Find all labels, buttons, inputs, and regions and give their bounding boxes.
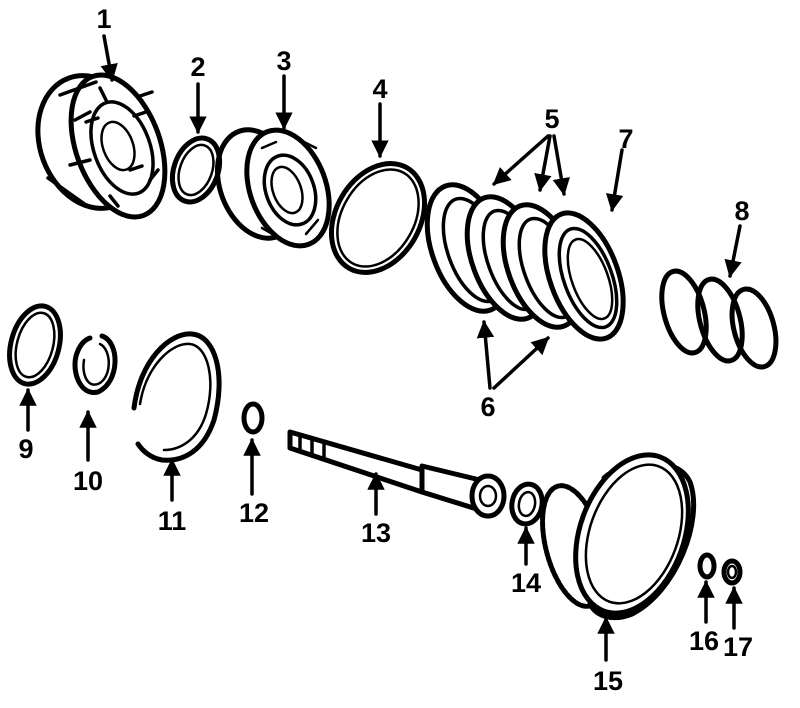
part-11-large-snap-ring [131,331,222,463]
part-5-6-7-clutch-pack [424,182,626,342]
part-17-washer [721,558,743,586]
callout-2: 2 [190,52,205,82]
callout-6: 6 [480,392,495,422]
callout-14: 14 [511,568,541,598]
callout-arrows [19,34,743,662]
callout-15: 15 [593,666,623,696]
callout-11: 11 [158,506,187,536]
callout-10: 10 [73,466,103,496]
callout-12: 12 [239,498,269,528]
callout-5: 5 [544,104,559,134]
part-10-snap-ring [72,333,118,395]
part-13-shaft [287,429,507,519]
part-14-washer [509,481,545,527]
part-4-large-ring [328,161,428,275]
part-12-clip [241,401,265,435]
callout-13: 13 [361,518,391,548]
callout-16: 16 [689,626,719,656]
part-8-spring [659,268,779,370]
callout-9: 9 [18,434,33,464]
part-15-drum [540,452,697,621]
callout-1: 1 [96,4,111,34]
part-16-clip [697,552,717,580]
callout-3: 3 [276,46,291,76]
part-9-ring [7,303,63,387]
part-1-drum-housing [35,72,168,220]
callout-17: 17 [723,632,753,662]
part-3-piston [214,127,332,249]
callout-4: 4 [372,74,387,104]
callout-8: 8 [734,196,749,226]
callout-7: 7 [618,124,633,154]
